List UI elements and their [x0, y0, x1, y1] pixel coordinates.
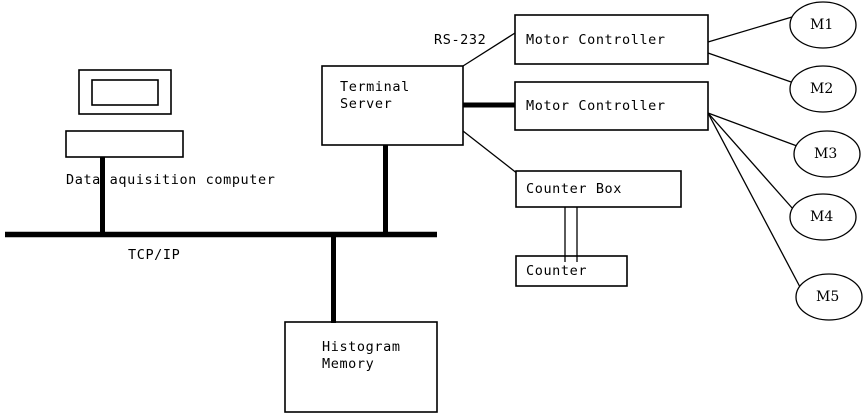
link-motor-controller-2-to-m3 — [707, 112, 798, 147]
rs232-connection-label: RS-232 — [434, 32, 487, 48]
terminal-server-label-line1: Terminal — [340, 79, 410, 95]
monitor-screen-icon — [91, 79, 159, 106]
link-motor-controller-1-to-m1 — [707, 16, 793, 43]
link-terminal-server-to-motor-controller-1 — [462, 32, 516, 67]
motor-label-m5: M5 — [816, 289, 840, 305]
motor-node-m4 — [789, 193, 857, 241]
link-motor-controller-2-to-m4 — [707, 112, 794, 210]
counter-box-box — [515, 170, 682, 208]
motor-controller-2-label: Motor Controller — [526, 98, 666, 114]
motor-node-m5 — [795, 273, 863, 321]
tcpip-bus-label: TCP/IP — [128, 247, 181, 263]
histogram-memory-box — [284, 321, 438, 413]
terminal-server-box — [321, 65, 464, 146]
histogram-memory-label-line1: Histogram — [322, 339, 401, 355]
motor-node-m1 — [789, 1, 857, 49]
link-terminal-server-to-counter-box — [462, 130, 519, 175]
motor-controller-1-box — [514, 14, 709, 65]
counter-label: Counter — [526, 263, 588, 279]
terminal-server-label-line2: Server — [340, 96, 393, 112]
link-motor-controller-2-to-m5 — [707, 112, 801, 288]
link-motor-controller-1-to-m2 — [707, 52, 795, 84]
motor-label-m4: M4 — [810, 209, 834, 225]
motor-controller-1-label: Motor Controller — [526, 32, 666, 48]
motor-node-m3 — [793, 130, 861, 178]
motor-label-m1: M1 — [810, 17, 834, 33]
motor-controller-2-box — [514, 81, 709, 131]
computer-base-icon — [65, 130, 184, 158]
computer-caption: Data aquisition computer — [66, 172, 276, 188]
histogram-memory-label-line2: Memory — [322, 356, 375, 372]
counter-box-label: Counter Box — [526, 181, 623, 197]
counter-box — [515, 255, 628, 287]
motor-node-m2 — [789, 65, 857, 113]
motor-label-m2: M2 — [810, 81, 834, 97]
motor-label-m3: M3 — [814, 146, 838, 162]
